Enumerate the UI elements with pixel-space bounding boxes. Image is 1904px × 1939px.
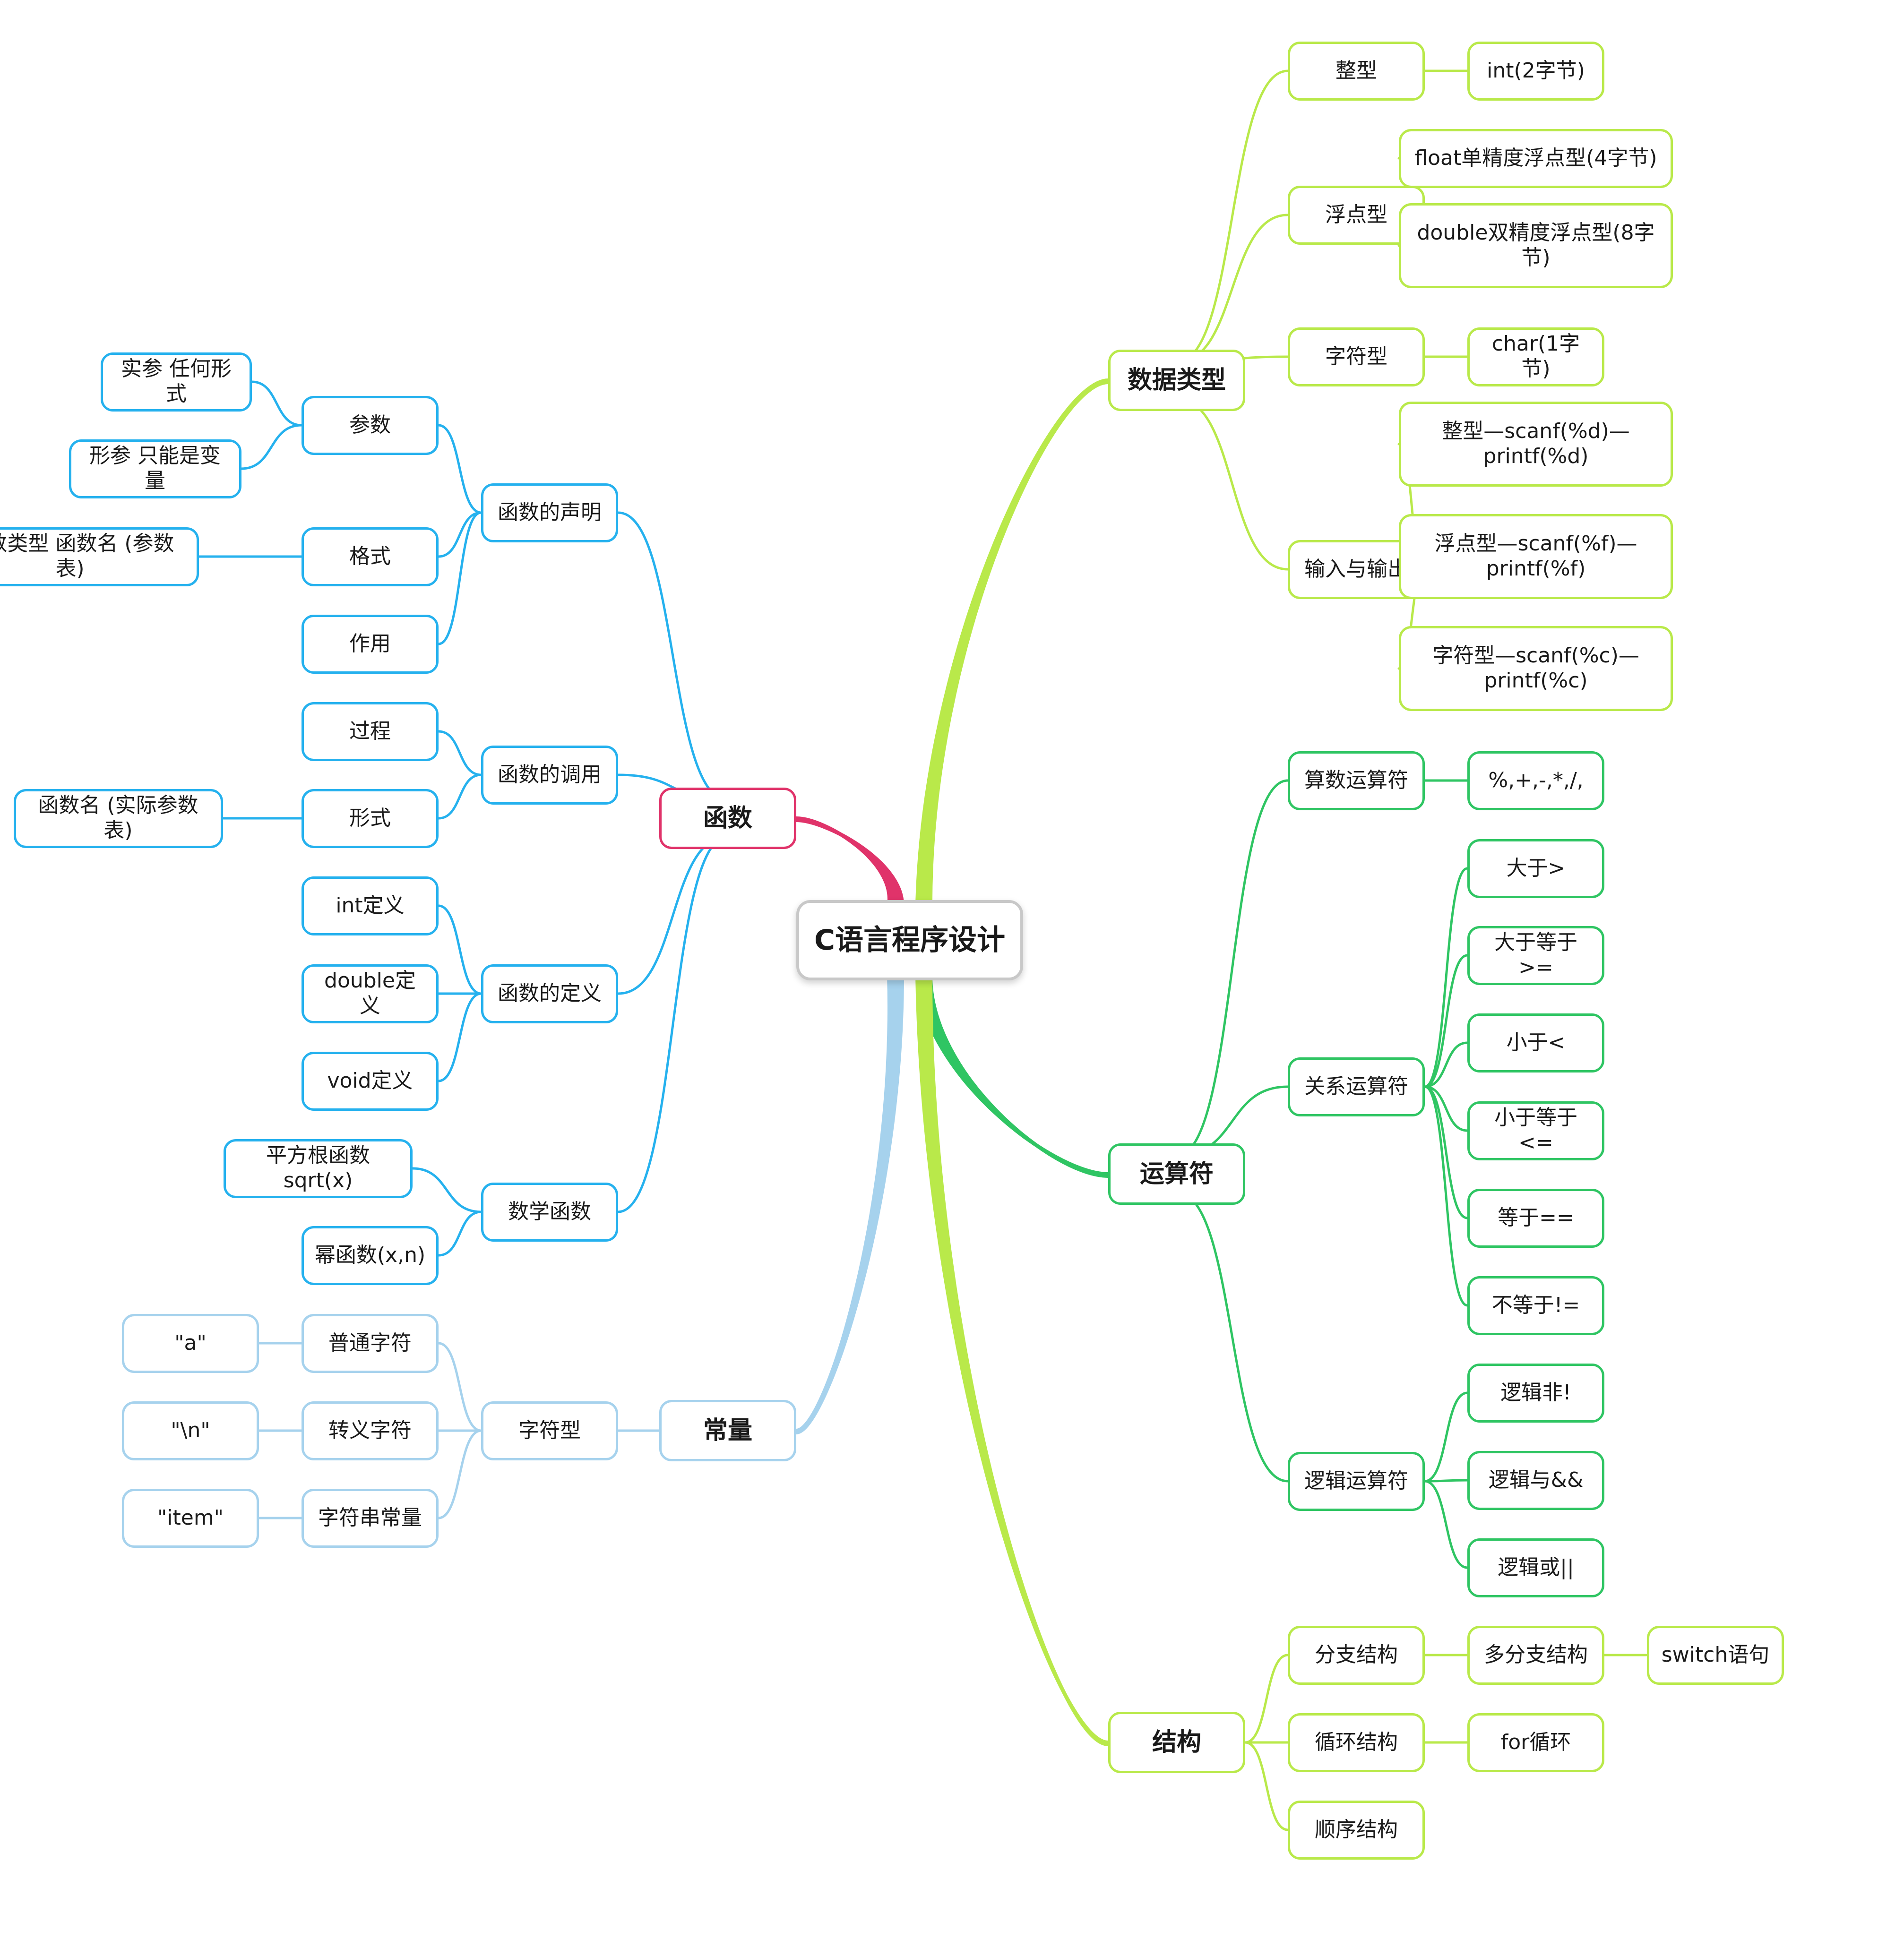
node-io-char[interactable]: 字符型—scanf(%c)—printf(%c) <box>1399 626 1673 711</box>
link-node-purpose <box>437 511 482 645</box>
link-node-not-equal <box>1423 1085 1469 1307</box>
node-less-than[interactable]: 小于< <box>1467 1013 1604 1072</box>
link-node-equal <box>1423 1085 1469 1219</box>
node-function-definition[interactable]: 函数的定义 <box>481 964 618 1023</box>
root-link-functions <box>794 816 904 907</box>
topic-structure[interactable]: 结构 <box>1108 1712 1245 1773</box>
link-node-void-definition <box>437 992 482 1082</box>
node-example-item[interactable]: "item" <box>122 1488 259 1548</box>
topic-data-types[interactable]: 数据类型 <box>1108 350 1245 411</box>
link-node-logical-or <box>1423 1480 1469 1569</box>
node-char-constant[interactable]: 字符型 <box>481 1401 618 1460</box>
node-logical-and[interactable]: 逻辑与&& <box>1467 1450 1604 1510</box>
link-node-int-definition <box>437 904 482 995</box>
link-node-arithmetic-operators <box>1175 779 1289 1157</box>
node-function-declaration[interactable]: 函数的声明 <box>481 483 618 542</box>
link-node-sqrt-function <box>411 1167 482 1213</box>
node-actual-params[interactable]: 实参 任何形式 <box>101 352 252 412</box>
link-node-less-than <box>1423 1041 1469 1088</box>
node-void-definition[interactable]: void定义 <box>302 1051 439 1111</box>
node-format[interactable]: 格式 <box>302 527 439 586</box>
root-topic[interactable]: C语言程序设计 <box>796 900 1023 980</box>
link-node-branch-structure <box>1244 1654 1289 1744</box>
node-sqrt-function[interactable]: 平方根函数sqrt(x) <box>224 1139 413 1198</box>
node-switch-statement[interactable]: switch语句 <box>1647 1625 1784 1685</box>
node-string-constant[interactable]: 字符串常量 <box>302 1488 439 1548</box>
node-call-syntax[interactable]: 函数名 (实际参数表) <box>13 789 223 848</box>
node-normal-char[interactable]: 普通字符 <box>302 1313 439 1373</box>
link-node-parameters <box>437 424 482 514</box>
link-node-greater-than <box>1423 867 1469 1088</box>
node-formal-params[interactable]: 形参 只能是变量 <box>69 439 241 498</box>
node-loop-structure[interactable]: 循环结构 <box>1288 1713 1425 1772</box>
link-node-formal-params <box>240 424 303 470</box>
node-char-1byte[interactable]: char(1字节) <box>1467 327 1604 386</box>
node-double-definition[interactable]: double定义 <box>302 964 439 1023</box>
node-example-newline[interactable]: "\n" <box>122 1401 259 1460</box>
link-node-format <box>437 511 482 558</box>
node-arithmetic-operators[interactable]: 算数运算符 <box>1288 751 1425 810</box>
node-integer[interactable]: 整型 <box>1288 41 1425 101</box>
node-call-form[interactable]: 形式 <box>302 789 439 848</box>
node-process[interactable]: 过程 <box>302 702 439 761</box>
link-node-call-form <box>437 773 482 820</box>
link-node-normal-char <box>437 1342 482 1432</box>
link-node-string-constant <box>437 1429 482 1519</box>
node-sequence-structure[interactable]: 顺序结构 <box>1288 1800 1425 1860</box>
node-io-int[interactable]: 整型—scanf(%d)—printf(%d) <box>1399 402 1673 487</box>
node-escape-char[interactable]: 转义字符 <box>302 1401 439 1460</box>
node-less-equal[interactable]: 小于等于<= <box>1467 1101 1604 1160</box>
root-link-constants <box>794 974 904 1434</box>
node-not-equal[interactable]: 不等于!= <box>1467 1276 1604 1335</box>
node-logical-or[interactable]: 逻辑或|| <box>1467 1538 1604 1597</box>
link-node-logical-operators <box>1175 1191 1289 1483</box>
link-node-math-functions <box>617 835 729 1213</box>
topic-constants[interactable]: 常量 <box>659 1400 796 1461</box>
node-greater-equal[interactable]: 大于等于>= <box>1467 926 1604 985</box>
node-for-loop[interactable]: for循环 <box>1467 1713 1604 1772</box>
link-node-function-declaration <box>617 511 729 801</box>
node-parameters[interactable]: 参数 <box>302 395 439 455</box>
node-arithmetic-symbols[interactable]: %,+,-,*,/, <box>1467 751 1604 810</box>
node-example-a[interactable]: "a" <box>122 1313 259 1373</box>
link-node-process <box>437 730 482 776</box>
node-power-function[interactable]: 幂函数(x,n) <box>302 1226 439 1285</box>
node-branch-structure[interactable]: 分支结构 <box>1288 1625 1425 1685</box>
link-node-power-function <box>437 1210 482 1257</box>
node-relational-operators[interactable]: 关系运算符 <box>1288 1057 1425 1116</box>
link-node-greater-equal <box>1423 954 1469 1088</box>
link-node-sequence-structure <box>1244 1741 1289 1831</box>
link-node-actual-params <box>250 380 303 427</box>
link-node-integer <box>1175 69 1289 363</box>
node-int-2bytes[interactable]: int(2字节) <box>1467 41 1604 101</box>
link-node-logical-not <box>1423 1391 1469 1483</box>
node-char-type[interactable]: 字符型 <box>1288 327 1425 386</box>
topic-functions[interactable]: 函数 <box>659 788 796 849</box>
node-purpose[interactable]: 作用 <box>302 614 439 674</box>
node-float-4bytes[interactable]: float单精度浮点型(4字节) <box>1399 129 1673 188</box>
node-function-call[interactable]: 函数的调用 <box>481 745 618 805</box>
node-greater-than[interactable]: 大于> <box>1467 839 1604 898</box>
node-logical-operators[interactable]: 逻辑运算符 <box>1288 1451 1425 1511</box>
node-equal[interactable]: 等于== <box>1467 1188 1604 1248</box>
node-format-syntax[interactable]: 函数类型 函数名 (参数表) <box>0 527 199 586</box>
node-math-functions[interactable]: 数学函数 <box>481 1182 618 1242</box>
node-multi-branch[interactable]: 多分支结构 <box>1467 1625 1604 1685</box>
node-double-8bytes[interactable]: double双精度浮点型(8字节) <box>1399 203 1673 288</box>
node-int-definition[interactable]: int定义 <box>302 876 439 935</box>
node-io-float[interactable]: 浮点型—scanf(%f)—printf(%f) <box>1399 514 1673 599</box>
link-node-logical-and <box>1423 1479 1469 1483</box>
node-logical-not[interactable]: 逻辑非! <box>1467 1363 1604 1423</box>
topic-operators[interactable]: 运算符 <box>1108 1143 1245 1205</box>
link-node-less-equal <box>1423 1085 1469 1132</box>
